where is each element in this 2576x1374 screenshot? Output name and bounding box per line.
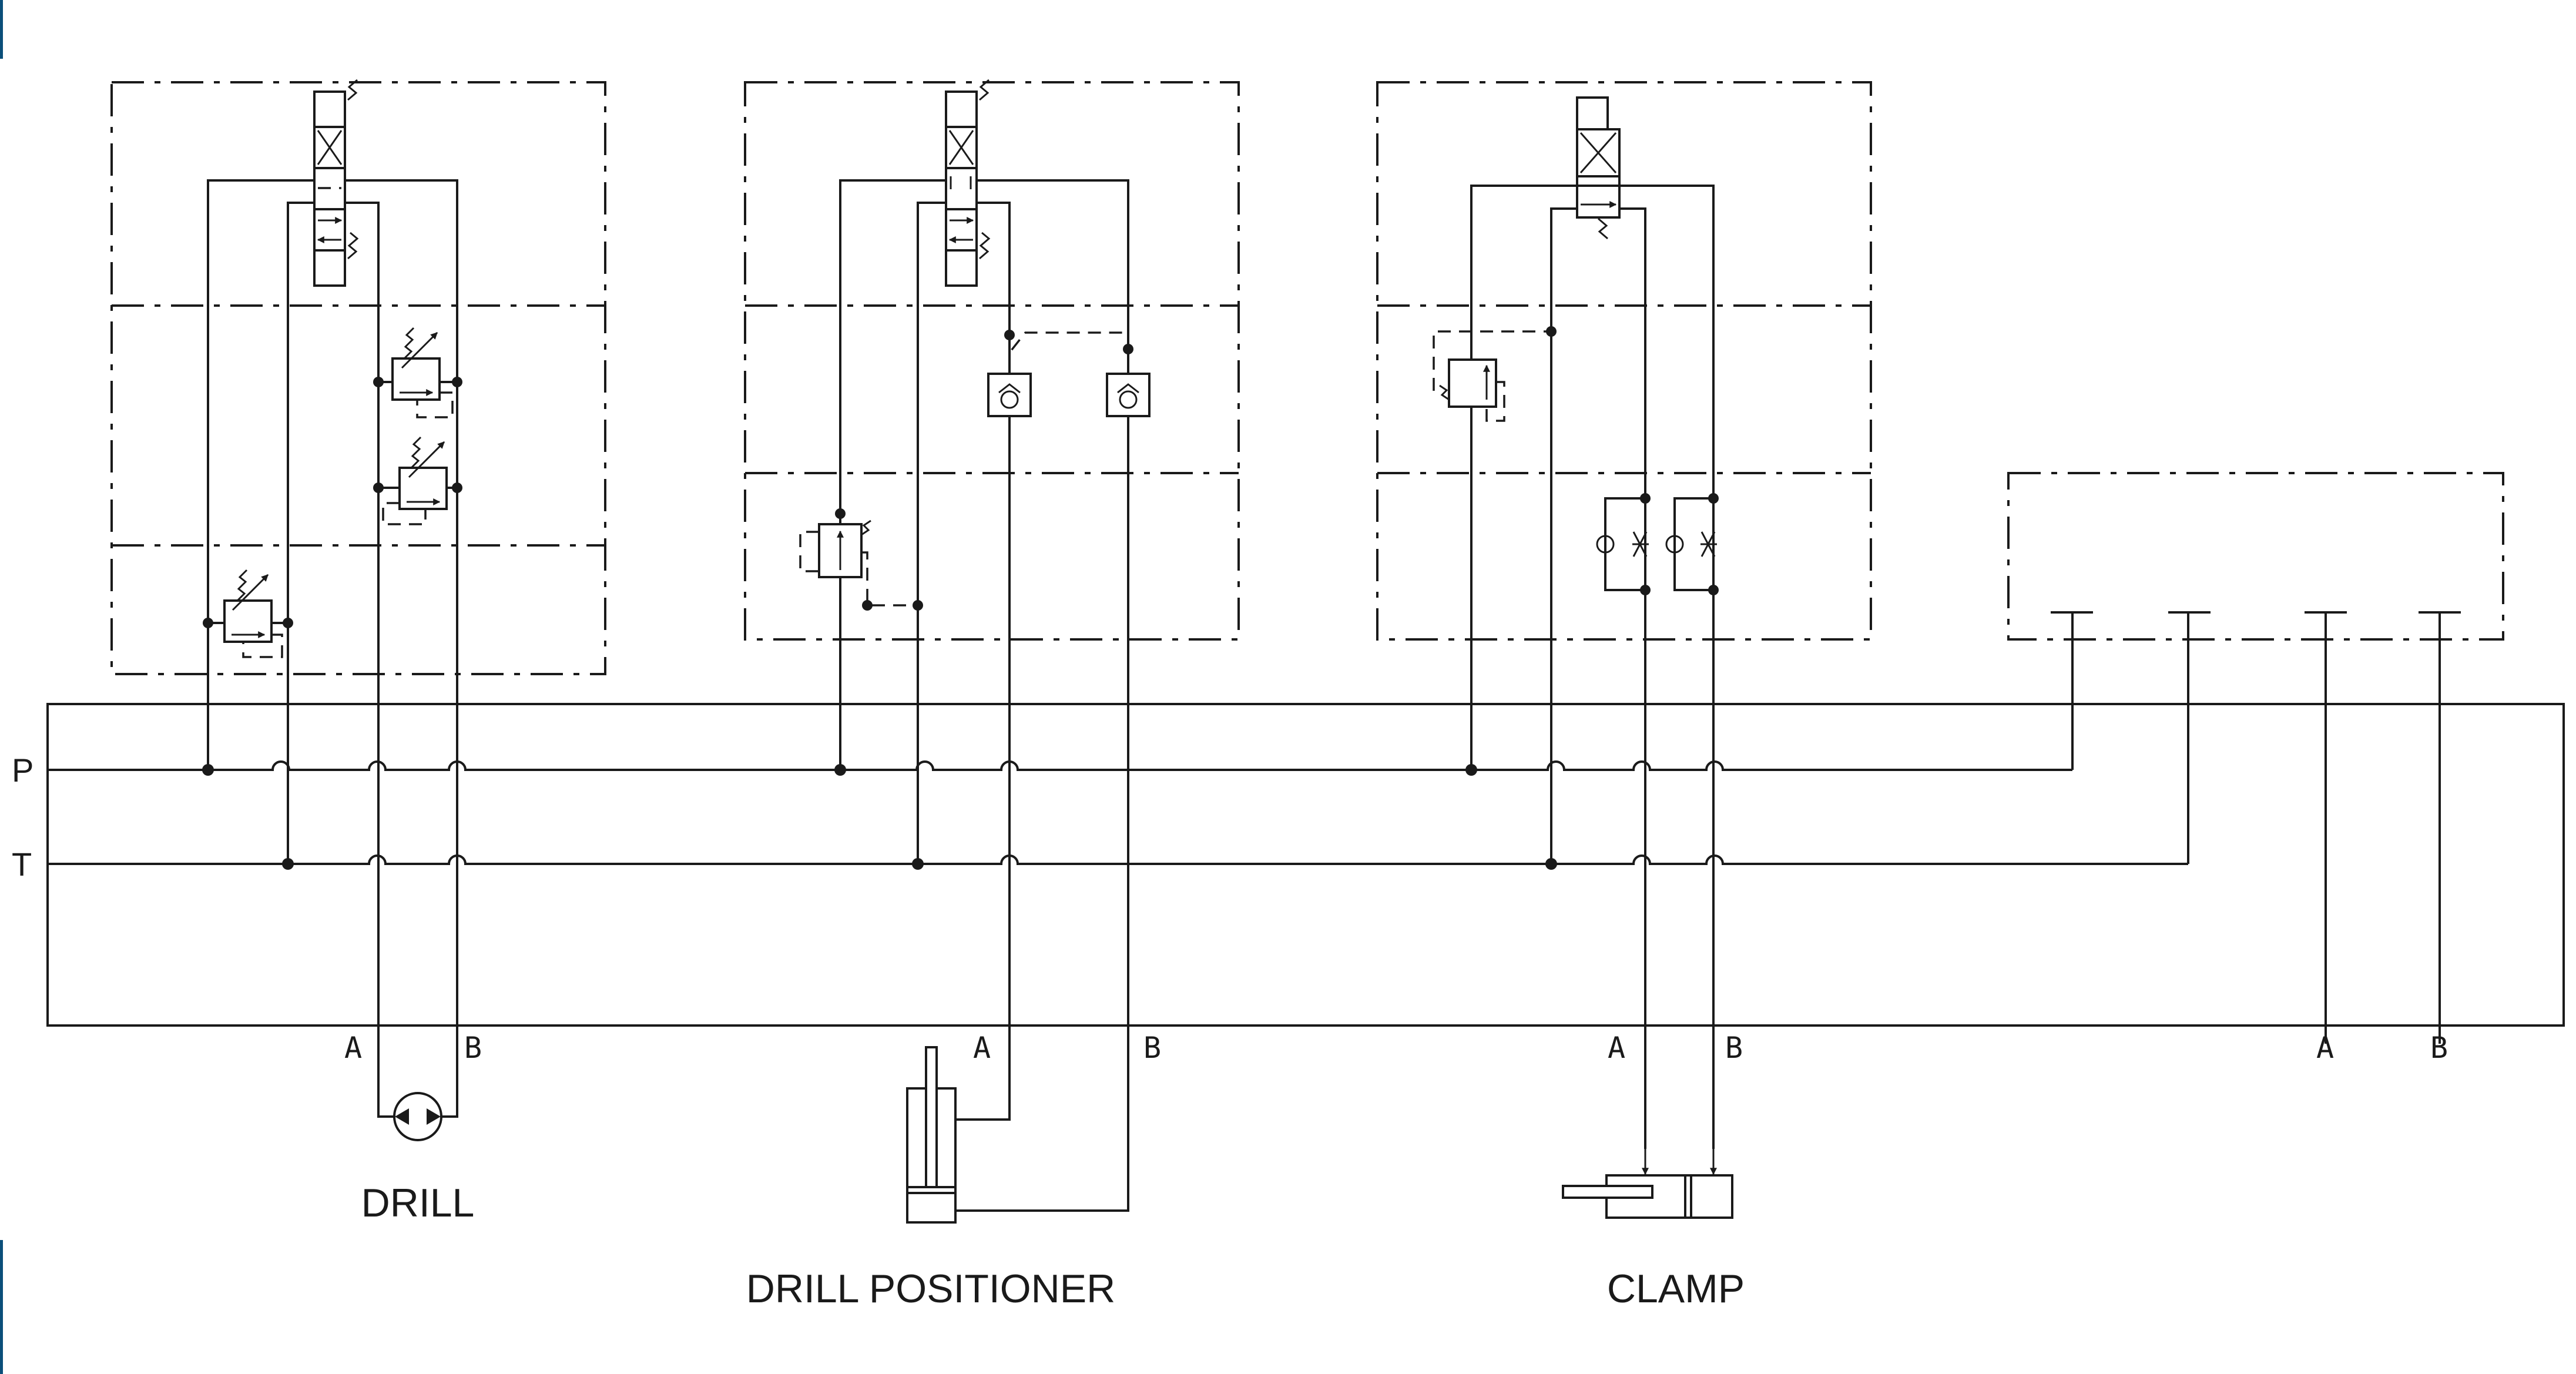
drill-port-a: A [344, 1031, 362, 1065]
positioner-pilot-check-a [987, 330, 1128, 417]
spare-port-b: B [2430, 1031, 2448, 1065]
clamp-port-b: B [1725, 1031, 1743, 1065]
drill-main-relief-valve [203, 569, 293, 658]
clamp-cylinder [1562, 1149, 1733, 1219]
tank-rail [48, 854, 2188, 865]
clamp-flow-control-b [1665, 493, 1719, 595]
clamp-port-a: A [1608, 1031, 1625, 1065]
pressure-rail [48, 760, 2072, 771]
drill-relief-valve-b [373, 436, 462, 525]
clamp-valve-stack [1376, 81, 1872, 1149]
edge-accent-top [0, 0, 3, 59]
clamp-circuit-label: CLAMP [1607, 1266, 1745, 1311]
drill-valve-stack [110, 79, 606, 1044]
spare-port-a: A [2316, 1031, 2334, 1065]
positioner-circuit-label: DRILL POSITIONER [746, 1266, 1116, 1311]
t-rail-label: T [12, 846, 32, 883]
drill-directional-valve [313, 79, 359, 287]
positioner-cylinder [906, 1046, 957, 1224]
clamp-pressure-reducing-valve [1433, 326, 1557, 422]
positioner-valve-stack [744, 79, 1240, 1212]
edge-accent-bottom [0, 1240, 3, 1374]
clamp-flow-control-a [1596, 493, 1651, 595]
positioner-directional-valve [945, 79, 991, 287]
positioner-pressure-reducing-valve [799, 508, 923, 611]
positioner-port-a: A [973, 1031, 991, 1065]
p-rail-label: P [12, 752, 33, 789]
positioner-port-b: B [1143, 1031, 1161, 1065]
drill-circuit-label: DRILL [361, 1181, 475, 1225]
drill-motor [377, 1044, 458, 1141]
spare-valve-station [2007, 472, 2504, 1044]
clamp-directional-valve [1576, 96, 1621, 240]
drill-port-b: B [464, 1031, 482, 1065]
drill-relief-valve-a [373, 327, 462, 418]
positioner-pilot-check-b [1106, 344, 1151, 417]
